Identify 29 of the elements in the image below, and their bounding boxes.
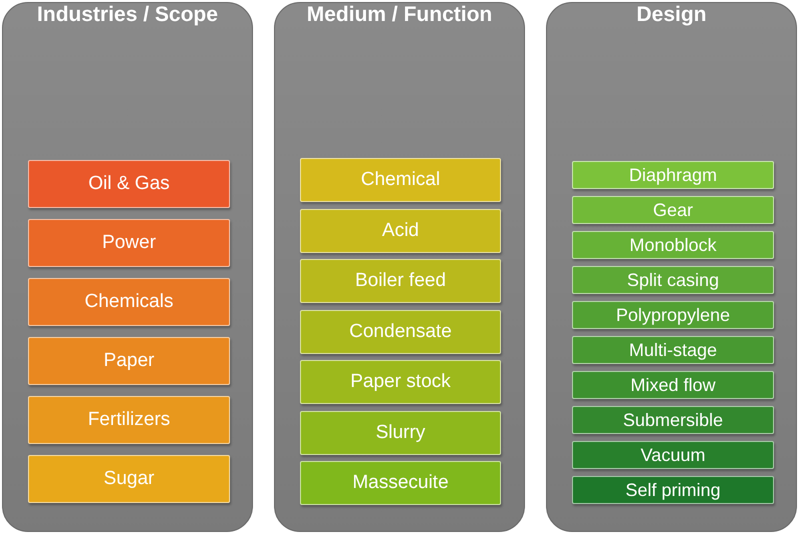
- category-box: Boiler feed: [300, 259, 501, 303]
- category-box: Chemical: [300, 158, 501, 202]
- category-box: Chemicals: [28, 278, 230, 326]
- category-box: Diaphragm: [572, 161, 774, 189]
- category-box: Gear: [572, 196, 774, 224]
- category-panel: [2, 2, 253, 532]
- category-box: Vacuum: [572, 441, 774, 469]
- category-box: Power: [28, 219, 230, 267]
- category-box: Self priming: [572, 476, 774, 504]
- category-box: Condensate: [300, 310, 501, 354]
- category-box: Mixed flow: [572, 371, 774, 399]
- panel-heading: Medium / Function: [306, 3, 494, 27]
- category-box: Polypropylene: [572, 301, 774, 329]
- panel-heading: Design: [635, 3, 708, 27]
- category-box: Submersible: [572, 406, 774, 434]
- category-box: Massecuite: [300, 461, 501, 505]
- category-box: Split casing: [572, 266, 774, 294]
- panel-heading: Industries / Scope: [36, 3, 219, 27]
- category-box: Fertilizers: [28, 396, 230, 444]
- category-box: Monoblock: [572, 231, 774, 259]
- category-panel: [546, 2, 797, 532]
- category-box: Paper: [28, 337, 230, 385]
- category-box: Sugar: [28, 455, 230, 503]
- category-box: Oil & Gas: [28, 160, 230, 208]
- category-box: Multi-stage: [572, 336, 774, 364]
- category-box: Paper stock: [300, 360, 501, 404]
- category-box: Acid: [300, 208, 501, 252]
- category-box: Slurry: [300, 410, 501, 454]
- category-panel: [274, 2, 525, 532]
